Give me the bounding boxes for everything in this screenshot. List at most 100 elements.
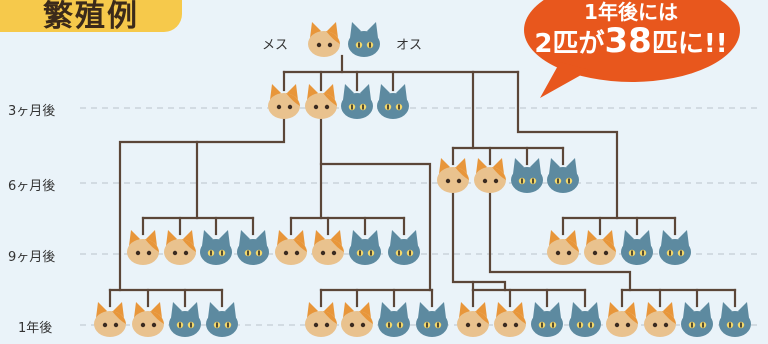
female-cat-icon bbox=[644, 302, 676, 337]
cat-face bbox=[206, 311, 238, 337]
cat-face bbox=[457, 311, 489, 337]
cat-left-ear bbox=[314, 230, 325, 246]
male-cat-icon bbox=[341, 84, 373, 119]
female-cat-icon bbox=[606, 302, 638, 337]
male-cat-icon bbox=[659, 230, 691, 265]
cat-face bbox=[305, 93, 337, 119]
cat-eye bbox=[349, 322, 355, 328]
cat-left-ear bbox=[533, 302, 544, 318]
cat-face bbox=[341, 311, 373, 337]
male-cat-icon bbox=[206, 302, 238, 337]
cat-eye bbox=[566, 250, 572, 256]
cat-left-ear bbox=[307, 302, 318, 318]
cat-pupil bbox=[221, 250, 223, 256]
male-cat-icon bbox=[416, 302, 448, 337]
cat-face bbox=[305, 311, 337, 337]
cat-face bbox=[164, 239, 196, 265]
male-cat-icon bbox=[200, 230, 232, 265]
cat-left-ear bbox=[202, 230, 213, 246]
callout-bubble bbox=[524, 0, 740, 98]
cat-patch bbox=[286, 93, 300, 106]
cat-face bbox=[132, 311, 164, 337]
cat-right-ear bbox=[188, 302, 199, 318]
cat-left-ear bbox=[96, 302, 107, 318]
cat-pupil bbox=[568, 178, 570, 184]
female-cat-icon bbox=[127, 230, 159, 265]
cat-left-ear bbox=[277, 230, 288, 246]
female-cat-icon bbox=[312, 230, 344, 265]
cat-patch bbox=[323, 93, 337, 106]
cat-pupil bbox=[557, 178, 559, 184]
cat-face bbox=[275, 239, 307, 265]
cat-pupil bbox=[351, 104, 353, 110]
cat-left-ear bbox=[307, 84, 318, 100]
cat-pupil bbox=[398, 250, 400, 256]
cat-patch bbox=[512, 311, 526, 324]
cat-right-ear bbox=[640, 230, 651, 246]
cat-left-ear bbox=[343, 302, 354, 318]
cat-face bbox=[547, 167, 579, 193]
cat-pupil bbox=[210, 250, 212, 256]
cat-pupil bbox=[359, 250, 361, 256]
cat-eye bbox=[320, 250, 326, 256]
cat-left-ear bbox=[476, 158, 487, 174]
cat-left-ear bbox=[549, 230, 560, 246]
cat-pupil bbox=[362, 104, 364, 110]
cat-right-ear bbox=[588, 302, 599, 318]
cat-face bbox=[388, 239, 420, 265]
male-cat-icon bbox=[681, 302, 713, 337]
cat-eye bbox=[313, 104, 319, 110]
cat-eye bbox=[172, 250, 178, 256]
male-cat-icon bbox=[237, 230, 269, 265]
cat-face bbox=[437, 167, 469, 193]
cat-patch bbox=[323, 311, 337, 324]
male-cat-icon bbox=[388, 230, 420, 265]
cat-face bbox=[237, 239, 269, 265]
cat-left-ear bbox=[496, 302, 507, 318]
cat-left-ear bbox=[586, 230, 597, 246]
cat-eye bbox=[151, 322, 157, 328]
cat-right-ear bbox=[294, 230, 305, 246]
female-cat-icon bbox=[437, 158, 469, 193]
cat-face bbox=[349, 239, 381, 265]
cat-right-ear bbox=[360, 302, 371, 318]
cat-eye bbox=[102, 322, 108, 328]
callout-line1: 1年後には bbox=[584, 0, 678, 24]
cat-right-ear bbox=[435, 302, 446, 318]
cat-face bbox=[511, 167, 543, 193]
cat-right-ear bbox=[396, 84, 407, 100]
female-cat-icon bbox=[584, 230, 616, 265]
cat-face bbox=[606, 311, 638, 337]
female-cat-icon bbox=[132, 302, 164, 337]
male-label: オス bbox=[396, 38, 423, 53]
cat-face bbox=[200, 239, 232, 265]
cat-eye bbox=[324, 104, 330, 110]
cat-pupil bbox=[387, 104, 389, 110]
cat-pupil bbox=[590, 322, 592, 328]
cat-left-ear bbox=[379, 84, 390, 100]
cat-pupil bbox=[631, 250, 633, 256]
cat-left-ear bbox=[608, 302, 619, 318]
cat-left-ear bbox=[390, 230, 401, 246]
cat-face bbox=[644, 311, 676, 337]
cat-right-ear bbox=[151, 302, 162, 318]
row-label-9months: 9ヶ月後 bbox=[8, 250, 56, 265]
cat-left-ear bbox=[166, 230, 177, 246]
cat-face bbox=[312, 239, 344, 265]
cat-right-ear bbox=[738, 302, 749, 318]
cat-pupil bbox=[370, 250, 372, 256]
cat-face bbox=[584, 239, 616, 265]
cat-eye bbox=[513, 322, 519, 328]
cat-face bbox=[569, 311, 601, 337]
female-cat-icon bbox=[494, 302, 526, 337]
cat-right-ear bbox=[113, 302, 124, 318]
cat-pupil bbox=[740, 322, 742, 328]
parent-male-cat-icon bbox=[348, 22, 380, 57]
cat-eye bbox=[625, 322, 631, 328]
cat-left-ear bbox=[683, 302, 694, 318]
cat-right-ear bbox=[324, 302, 335, 318]
cat-pupil bbox=[680, 250, 682, 256]
cat-pupil bbox=[579, 322, 581, 328]
cat-patch bbox=[475, 311, 489, 324]
